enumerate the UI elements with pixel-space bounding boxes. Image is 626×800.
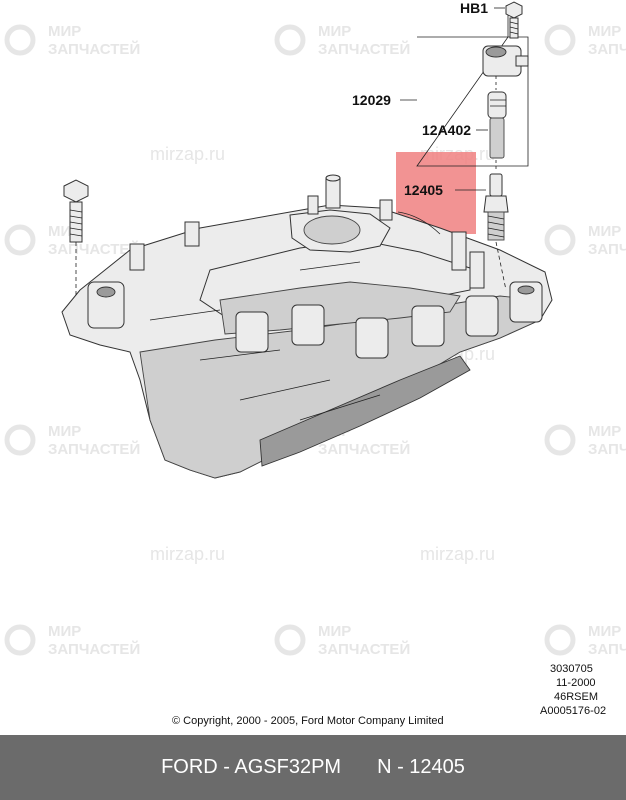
watermark-text: ЗАПЧАСТЕЙ xyxy=(48,440,140,458)
watermark-text: МИР xyxy=(588,223,621,240)
watermark-pin-icon xyxy=(4,24,36,56)
watermark-text: ЗАПЧАСТЕЙ xyxy=(48,40,140,58)
watermark-text: ЗАПЧАСТЕЙ xyxy=(588,440,626,458)
copyright-text: © Copyright, 2000 - 2005, Ford Motor Com… xyxy=(172,715,444,727)
manifold-ports xyxy=(87,281,543,359)
code-line-2: 11-2000 xyxy=(556,677,596,689)
watermark-text: ЗАПЧАСТЕЙ xyxy=(588,640,626,658)
watermark-pin-icon xyxy=(274,624,306,656)
callout-12a402[interactable]: 12A402 xyxy=(422,122,471,138)
watermark-text: ЗАПЧАСТЕЙ xyxy=(318,440,410,458)
watermark-text: mirzap.ru xyxy=(150,144,225,164)
code-line-4: A0005176-02 xyxy=(540,705,606,717)
watermark-pin-icon xyxy=(544,624,576,656)
ignition-coil xyxy=(482,45,529,90)
watermark-pin-icon xyxy=(274,24,306,56)
coil-boot xyxy=(487,91,507,159)
watermark-text: ЗАПЧАСТЕЙ xyxy=(48,240,140,258)
watermark-pin-icon xyxy=(4,624,36,656)
watermark-pin-icon xyxy=(544,24,576,56)
watermark-text: ЗАПЧАСТЕЙ xyxy=(588,240,626,258)
watermark-text: mirzap.ru xyxy=(150,544,225,564)
watermark-pin-icon xyxy=(544,424,576,456)
watermark-text: МИР xyxy=(48,623,81,640)
watermark-text: МИР xyxy=(318,623,351,640)
part-footer-bar: FORD - AGSF32PM N - 12405 xyxy=(0,735,626,800)
watermark-pin-icon xyxy=(4,424,36,456)
leader-lines xyxy=(397,7,505,235)
parts-diagram: МИРЗАПЧАСТЕЙmirzap.ruМИРЗАПЧАСТЕЙmirzap.… xyxy=(4,0,626,727)
coil-assembly-box xyxy=(416,10,529,167)
spark-plug xyxy=(483,160,509,291)
watermark-text: МИР xyxy=(588,623,621,640)
watermark-pin-icon xyxy=(544,224,576,256)
watermark-text: mirzap.ru xyxy=(420,544,495,564)
watermark-text: ЗАПЧАСТЕЙ xyxy=(318,40,410,58)
code-line-1: 3030705 xyxy=(550,663,593,675)
intake-manifold-drawing xyxy=(61,174,553,479)
part-number-label: N - 12405 xyxy=(377,756,465,778)
callout-12029[interactable]: 12029 xyxy=(352,92,391,108)
watermark-text: ЗАПЧАСТЕЙ xyxy=(318,640,410,658)
code-line-3: 46RSEM xyxy=(554,691,598,703)
watermark-text: МИР xyxy=(318,23,351,40)
callout-hb1[interactable]: HB1 xyxy=(460,0,488,16)
watermark-text: МИР xyxy=(48,23,81,40)
watermark-text: МИР xyxy=(588,23,621,40)
watermark-text: МИР xyxy=(588,423,621,440)
hb1-bolt xyxy=(505,1,523,39)
watermark-text: ЗАПЧАСТЕЙ xyxy=(48,640,140,658)
watermark-text: ЗАПЧАСТЕЙ xyxy=(588,40,626,58)
callout-12405[interactable]: 12405 xyxy=(404,182,443,198)
watermark-text: МИР xyxy=(48,423,81,440)
manifold-bolt xyxy=(63,179,89,296)
part-label: FORD - AGSF32PM xyxy=(161,756,342,778)
watermark-pin-icon xyxy=(4,224,36,256)
